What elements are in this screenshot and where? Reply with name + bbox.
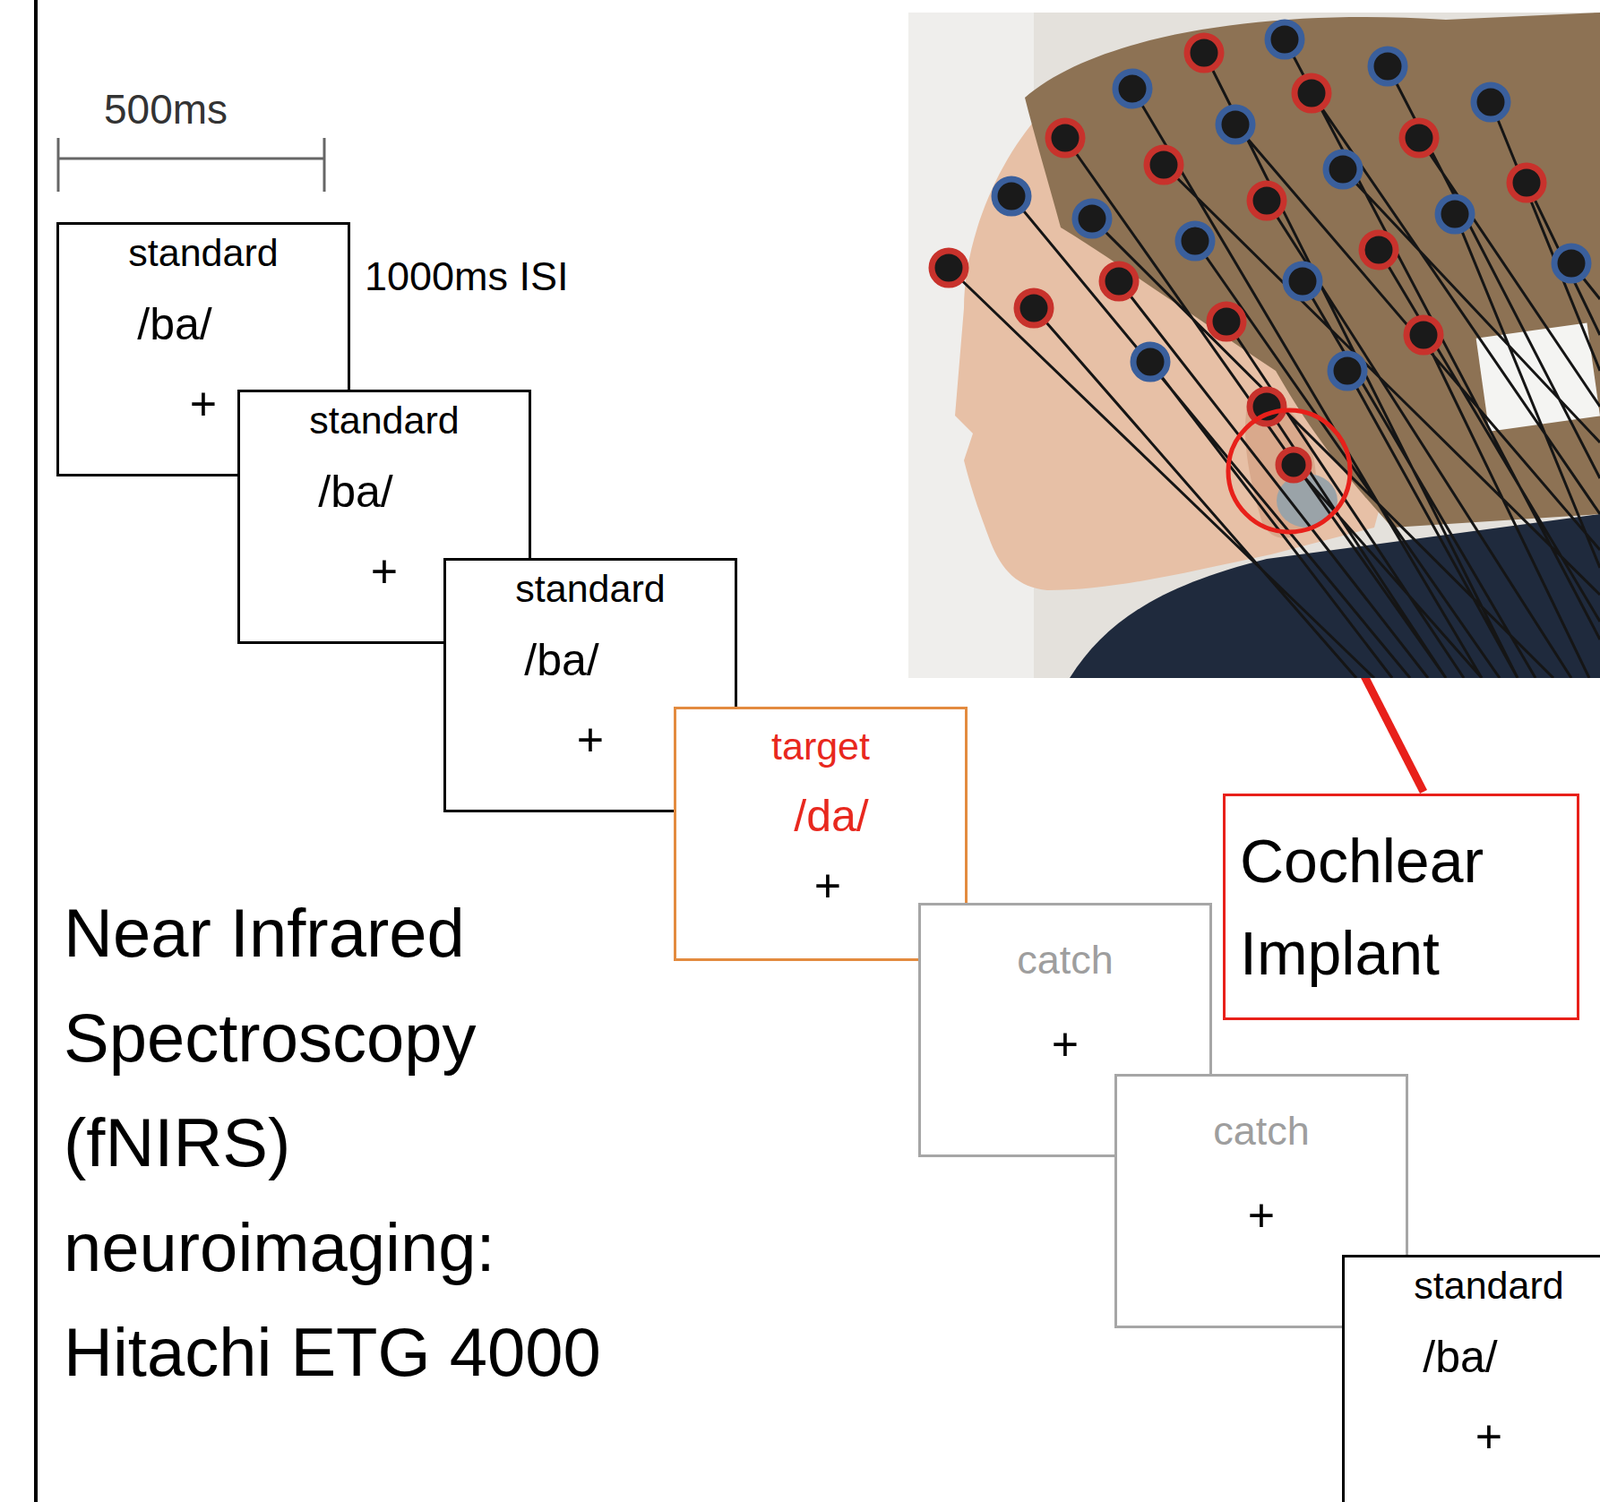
electrode <box>1361 232 1396 267</box>
fixation-cross: + <box>1344 1413 1600 1461</box>
electrode <box>994 179 1029 214</box>
left-rule <box>34 0 38 1502</box>
electrode <box>1509 165 1544 200</box>
electrode <box>1278 449 1309 481</box>
electrode <box>1016 291 1051 326</box>
scale-tick <box>57 137 61 192</box>
electrode <box>1115 71 1150 106</box>
electrode-cables <box>948 39 1600 679</box>
scale-bar <box>58 157 325 161</box>
trial-type: catch <box>1117 1110 1406 1152</box>
participant-photo <box>908 12 1600 679</box>
trial-type: standard <box>59 233 348 273</box>
fixation-cross: + <box>1117 1192 1406 1239</box>
electrode <box>1249 183 1284 218</box>
electrode <box>1330 353 1365 388</box>
callout-text: Cochlear Implant <box>1239 815 1563 1000</box>
electrode <box>1101 264 1136 299</box>
trial-type: standard <box>240 401 529 440</box>
electrode <box>1146 147 1181 182</box>
trial-type: standard <box>446 569 735 609</box>
syllable: /ba/ <box>1316 1334 1600 1380</box>
electrode <box>1325 152 1360 187</box>
electrode <box>1075 201 1110 236</box>
stimulus-box: standard/ba/+ <box>1341 1255 1600 1502</box>
syllable: /ba/ <box>211 469 500 515</box>
electrode <box>1406 318 1441 353</box>
electrode <box>1048 120 1083 155</box>
electrode <box>1370 49 1405 84</box>
syllable: /da/ <box>687 793 976 839</box>
syllable: /ba/ <box>30 301 319 347</box>
interval-label: 1000ms ISI <box>364 252 569 302</box>
callout-box: Cochlear Implant <box>1222 793 1580 1021</box>
photo-background <box>908 12 1600 679</box>
syllable: /ba/ <box>417 637 706 683</box>
trial-type: target <box>676 727 965 766</box>
electrode <box>1209 304 1244 339</box>
electrode <box>1473 85 1508 120</box>
trial-type: standard <box>1344 1266 1600 1306</box>
electrode <box>1285 264 1320 299</box>
scale-tick <box>323 137 327 192</box>
method-note: Near Infrared Spectroscopy (fNIRS) neuro… <box>63 880 646 1405</box>
trial-type: catch <box>920 939 1210 981</box>
fixation-cross: + <box>920 1021 1210 1068</box>
electrode <box>1218 107 1253 142</box>
electrode <box>1437 197 1472 232</box>
electrode <box>1554 246 1589 281</box>
electrode <box>1187 35 1222 70</box>
electrode <box>1294 76 1329 111</box>
electrode <box>1178 223 1213 259</box>
duration-label: 500ms <box>103 85 228 135</box>
highlight-circle <box>1228 410 1351 533</box>
electrode <box>1402 120 1437 155</box>
electrode <box>931 250 966 285</box>
electrode <box>1267 22 1302 57</box>
electrode <box>1133 344 1168 379</box>
